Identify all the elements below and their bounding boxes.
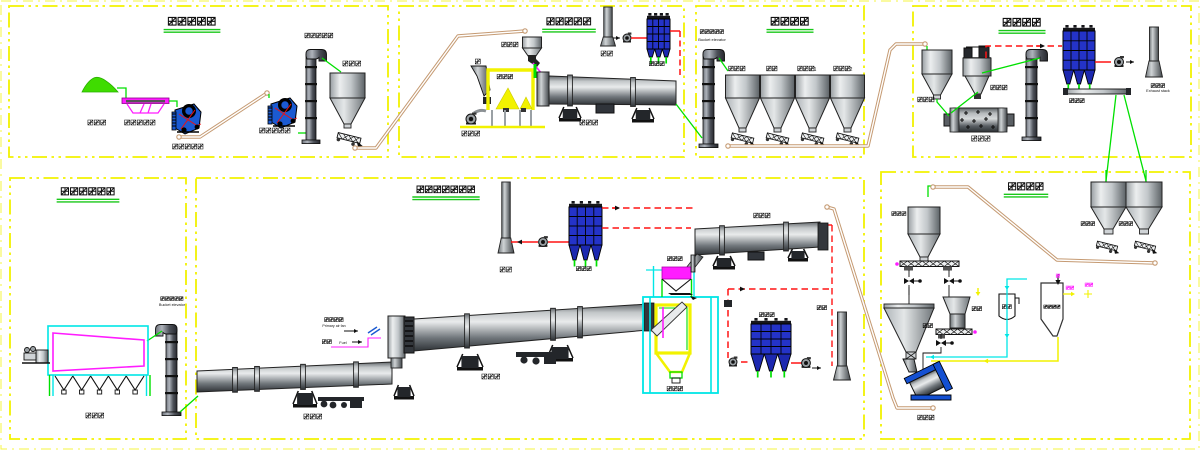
- svg-text:Fuel: Fuel: [339, 341, 347, 345]
- svg-text:Exhaust stack: Exhaust stack: [1146, 89, 1170, 93]
- svg-text:Primary air fan: Primary air fan: [322, 324, 345, 328]
- svg-text:1: 1: [814, 67, 817, 73]
- svg-text:Bucket elevator: Bucket elevator: [698, 37, 726, 42]
- svg-text:2: 2: [850, 67, 853, 73]
- svg-text:Bucket elevator: Bucket elevator: [159, 303, 186, 307]
